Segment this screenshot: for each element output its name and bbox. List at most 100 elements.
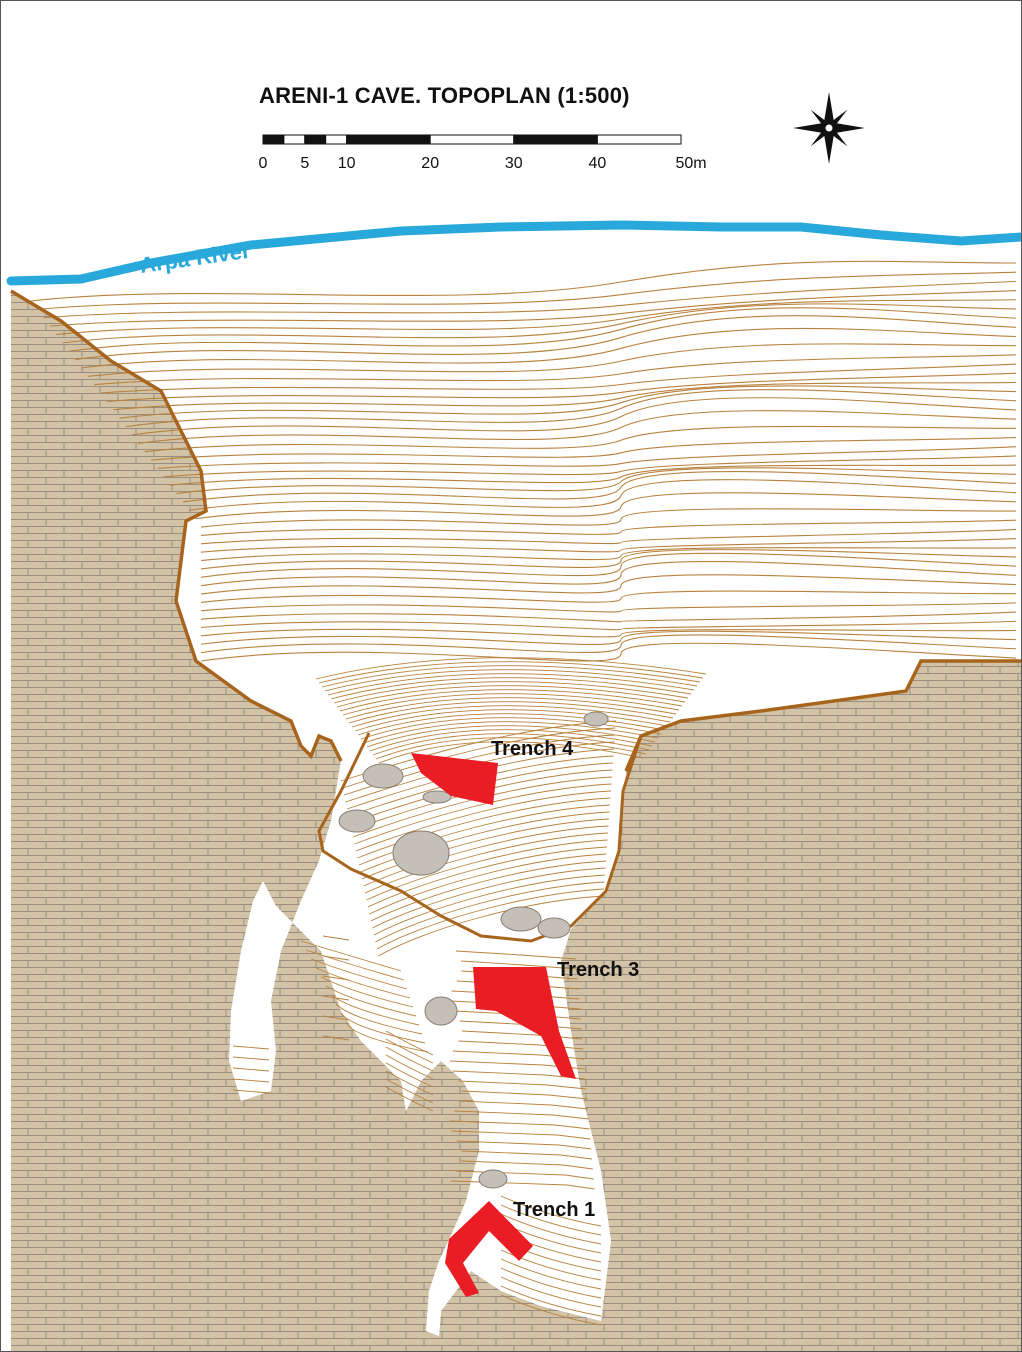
contour-line: [87, 343, 1017, 377]
contour-line: [378, 895, 604, 957]
contour-line: [322, 975, 350, 981]
scale-tick-label: 40: [588, 155, 607, 172]
contour-line: [369, 853, 607, 915]
contour-line: [322, 1015, 350, 1021]
contour-line: [354, 709, 668, 732]
contour-line: [345, 1021, 429, 1053]
boulder: [422, 790, 452, 804]
scale-tick-label: 10: [337, 155, 356, 172]
trench-4: [411, 753, 498, 805]
contour-line: [189, 479, 1017, 511]
trench-1-label: Trench 1: [513, 1199, 596, 1221]
scale-segment: [596, 134, 682, 145]
contour-line: [132, 397, 1017, 436]
boulder: [424, 996, 458, 1026]
contour-line: [151, 436, 1017, 461]
contour-line: [351, 705, 671, 728]
contour-line: [370, 860, 607, 922]
contour-line: [456, 1140, 592, 1150]
contour-line: [500, 1285, 602, 1317]
contour-line: [500, 1258, 602, 1290]
trench-4-label: Trench 4: [491, 738, 574, 760]
contour-line: [340, 1012, 426, 1044]
contour-line: [200, 628, 1017, 638]
scale-tick-label: 20: [421, 155, 440, 172]
contour-line: [454, 1110, 589, 1120]
contour-line: [455, 950, 577, 960]
contour-line: [378, 741, 644, 764]
trenches: [411, 753, 576, 1297]
contour-line: [500, 1267, 602, 1299]
scale-segment: [283, 134, 306, 145]
contour-line: [372, 867, 606, 929]
contour-line: [200, 538, 1017, 553]
contour-line: [62, 303, 1017, 344]
scale-tick-label: 5: [300, 155, 310, 172]
contour-line: [315, 967, 411, 999]
contour-line: [376, 888, 605, 950]
scale-segment: [304, 134, 327, 145]
contour-line: [335, 1003, 423, 1035]
contour-line: [348, 701, 674, 724]
trench-3: [473, 967, 576, 1079]
map-title: ARENI-1 CAVE. TOPOPLAN (1:500): [259, 83, 630, 108]
contour-line: [366, 839, 608, 901]
contour-line: [75, 315, 1017, 361]
boulder: [500, 906, 542, 932]
contour-line: [200, 519, 1017, 536]
contour-line: [94, 354, 1017, 386]
contour-line: [357, 797, 611, 859]
contour-line: [385, 1070, 434, 1096]
contour-line: [461, 1150, 593, 1160]
contour-line: [461, 1160, 593, 1170]
scale-segment: [513, 134, 598, 145]
contour-line: [200, 642, 1017, 662]
contour-line: [363, 825, 609, 887]
scale-segment: [325, 134, 348, 145]
contour-line: [327, 673, 695, 696]
contour-line: [30, 260, 1017, 302]
contour-line: [385, 1086, 434, 1112]
contour-line: [232, 1078, 270, 1083]
contour-line: [322, 935, 350, 941]
boulder: [338, 809, 376, 833]
boulder: [537, 917, 571, 939]
contour-line: [361, 818, 610, 880]
contour-line: [500, 1195, 602, 1227]
contour-line: [500, 1249, 602, 1281]
contour-line: [320, 976, 414, 1008]
contour-line: [459, 1100, 589, 1110]
contour-line: [373, 874, 606, 936]
scale-segment: [429, 134, 515, 145]
contour-line: [385, 1054, 434, 1080]
contour-line: [106, 372, 1017, 403]
contour-line: [315, 657, 707, 680]
contour-line: [200, 590, 1017, 603]
contour-line: [385, 1046, 434, 1072]
contour-line: [385, 1078, 434, 1104]
contour-line: [336, 685, 686, 708]
contour-line: [321, 665, 701, 688]
contour-line: [170, 464, 1017, 486]
contour-line: [305, 949, 405, 981]
contour-line: [100, 363, 1017, 394]
contour-line: [342, 693, 680, 716]
contour-line: [500, 1294, 602, 1326]
contour-line: [366, 725, 656, 748]
contour-line: [358, 804, 611, 866]
contour-line: [458, 1040, 584, 1050]
contour-line: [232, 1067, 270, 1072]
contour-line: [232, 1045, 270, 1050]
contour-line: [357, 713, 665, 736]
contour-line: [385, 1062, 434, 1088]
contour-line: [176, 467, 1017, 495]
contour-line: [322, 955, 350, 961]
scale-tick-label: 30: [504, 155, 523, 172]
contour-line: [200, 561, 1017, 587]
contour-line: [200, 549, 1017, 570]
contour-line: [113, 381, 1017, 411]
contour-line: [339, 689, 683, 712]
contour-line: [345, 697, 677, 720]
boulders: [338, 711, 609, 1189]
contour-line: [49, 290, 1017, 327]
